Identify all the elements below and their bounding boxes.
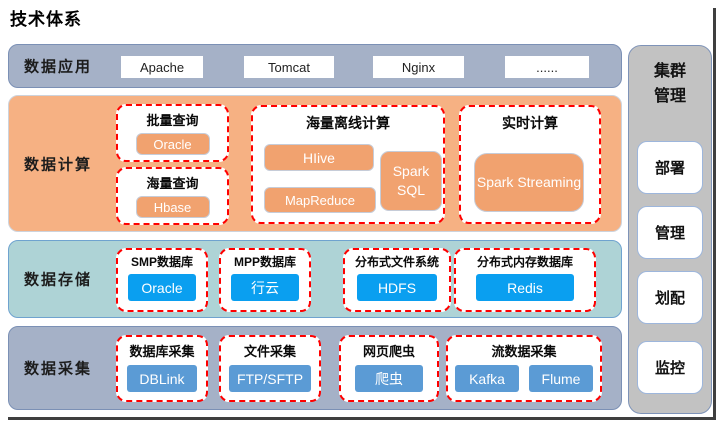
layer-label-computing: 数据计算 xyxy=(24,156,93,173)
group-title: 数据库采集 xyxy=(129,344,195,359)
app-item-tomcat: Tomcat xyxy=(244,56,334,78)
image-shadow-right xyxy=(713,8,716,419)
tech-hdfs: HDFS xyxy=(357,274,437,301)
app-item-nginx: Nginx xyxy=(373,56,464,78)
sidebar-item-monitor: 监控 xyxy=(637,341,703,394)
sidebar-item-manage: 管理 xyxy=(637,206,703,259)
sidebar-item-deploy: 部署 xyxy=(637,141,703,194)
tech-ftp-sftp: FTP/SFTP xyxy=(229,365,311,392)
group-batch-query: 批量查询 Oracle xyxy=(116,104,229,162)
group-mpp-database: MPP数据库 行云 xyxy=(219,248,311,312)
tech-mapreduce: MapReduce xyxy=(264,187,376,213)
group-title: 流数据采集 xyxy=(491,344,557,359)
group-web-crawler: 网页爬虫 爬虫 xyxy=(339,335,439,402)
page-title: 技术体系 xyxy=(10,10,82,29)
stream-buttons-row: Kafka Flume xyxy=(455,365,593,392)
tech-hbase: Hbase xyxy=(135,196,210,218)
group-inmemory-database: 分布式内存数据库 Redis xyxy=(454,248,596,312)
group-offline-computing: 海量离线计算 HIive MapReduce Spark SQL xyxy=(251,105,445,224)
cluster-management-panel: 集群管理 部署 管理 划配 监控 xyxy=(628,45,712,414)
group-title: SMP数据库 xyxy=(130,255,193,269)
tech-oracle-db: Oracle xyxy=(128,274,196,301)
group-stream-collection: 流数据采集 Kafka Flume xyxy=(446,335,602,402)
app-item-apache: Apache xyxy=(121,56,203,78)
sidebar-item-allocate: 划配 xyxy=(637,271,703,324)
app-item-ellipsis: ...... xyxy=(505,56,589,78)
tech-crawler: 爬虫 xyxy=(355,365,423,392)
group-title: 分布式文件系统 xyxy=(354,255,439,269)
group-smp-database: SMP数据库 Oracle xyxy=(116,248,208,312)
group-title: 海量离线计算 xyxy=(306,115,390,131)
group-title: 批量查询 xyxy=(146,113,199,128)
layer-label-storage: 数据存储 xyxy=(24,271,93,289)
group-title: 文件采集 xyxy=(243,344,296,359)
group-title: MPP数据库 xyxy=(233,255,296,269)
layer-data-collection: 数据采集 数据库采集 DBLink 文件采集 FTP/SFTP 网页爬虫 爬虫 … xyxy=(8,326,622,410)
tech-redis: Redis xyxy=(476,274,574,301)
tech-dblink: DBLink xyxy=(127,365,197,392)
layer-data-computing: 数据计算 批量查询 Oracle 海量查询 Hbase 海量离线计算 HIive… xyxy=(8,95,622,232)
tech-flume: Flume xyxy=(529,365,593,392)
tech-spark-streaming: Spark Streaming xyxy=(474,153,584,212)
layer-label-collection: 数据采集 xyxy=(24,360,93,378)
layer-label-application: 数据应用 xyxy=(24,58,93,76)
layer-data-storage: 数据存储 SMP数据库 Oracle MPP数据库 行云 分布式文件系统 HDF… xyxy=(8,240,622,318)
group-title: 分布式内存数据库 xyxy=(476,255,573,269)
group-title: 实时计算 xyxy=(502,115,558,131)
tech-hive: HIive xyxy=(264,144,374,171)
group-database-collection: 数据库采集 DBLink xyxy=(116,335,208,402)
group-file-collection: 文件采集 FTP/SFTP xyxy=(219,335,321,402)
tech-oracle: Oracle xyxy=(135,133,210,155)
group-realtime-computing: 实时计算 Spark Streaming xyxy=(459,105,601,224)
image-shadow-bottom xyxy=(8,417,716,420)
tech-spark-sql: Spark SQL xyxy=(380,151,442,211)
tech-xingyun: 行云 xyxy=(231,274,299,301)
group-title: 网页爬虫 xyxy=(362,344,415,359)
tech-kafka: Kafka xyxy=(455,365,519,392)
group-title: 海量查询 xyxy=(146,176,199,191)
layer-data-application: 数据应用 Apache Tomcat Nginx ...... xyxy=(8,44,622,88)
cluster-management-title: 集群管理 xyxy=(653,63,686,105)
group-mass-query: 海量查询 Hbase xyxy=(116,167,229,225)
group-distributed-filesystem: 分布式文件系统 HDFS xyxy=(343,248,451,312)
